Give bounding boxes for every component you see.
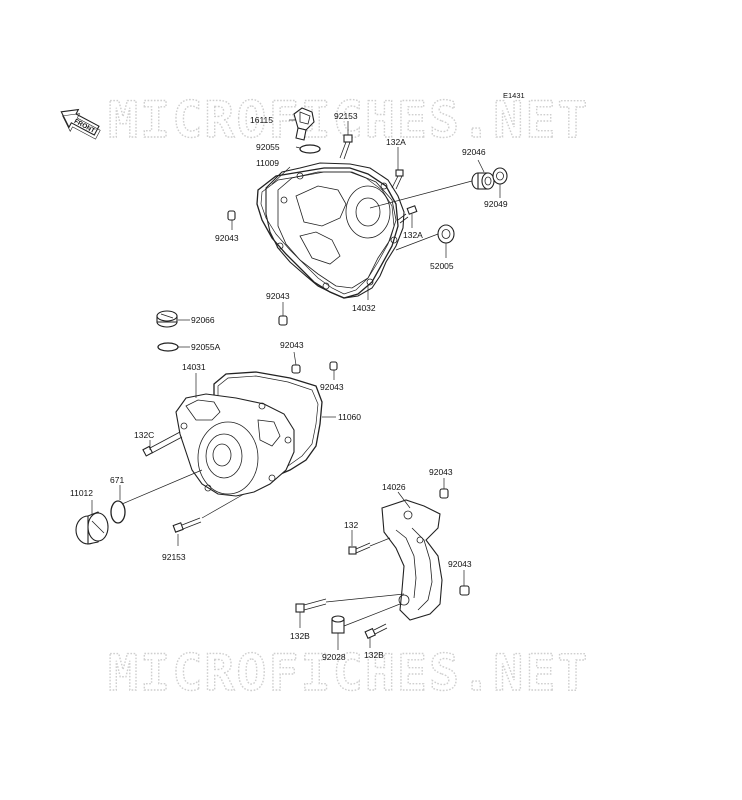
diagram-code: E1431 <box>503 91 525 100</box>
callout-14026: 14026 <box>382 482 406 492</box>
callout-92066: 92066 <box>191 315 215 325</box>
bearing-92046 <box>471 172 495 190</box>
callout-92055a: 92055A <box>191 342 221 352</box>
callout-14031: 14031 <box>182 362 206 372</box>
oil-filler-16115 <box>293 107 315 141</box>
callout-132a-top: 132A <box>386 137 406 147</box>
o-ring-671 <box>110 500 126 524</box>
callout-11012: 11012 <box>70 488 93 498</box>
callout-16115: 16115 <box>250 115 273 125</box>
callout-92046: 92046 <box>462 147 486 157</box>
clutch-cover-14032 <box>265 162 405 299</box>
seal-92049 <box>492 167 508 185</box>
o-ring-92055 <box>299 144 321 154</box>
dowel-92043-e <box>439 488 449 499</box>
gasket-11009 <box>256 167 399 299</box>
leader-lines <box>91 119 501 650</box>
dowel-92043-a <box>227 210 236 221</box>
callout-11009: 11009 <box>256 158 279 168</box>
bolt-92153-bottom <box>172 517 202 533</box>
o-ring-92055a <box>157 342 179 352</box>
seal-52005 <box>437 224 455 244</box>
watermark-bottom: MICROFICHES.NET <box>108 644 590 702</box>
bolt-132b-right <box>364 623 388 640</box>
cover-bracket-14026 <box>381 499 443 621</box>
front-arrow-icon: FRONT <box>60 108 101 140</box>
callout-52005: 52005 <box>430 261 454 271</box>
dowel-92043-f <box>459 585 470 596</box>
callout-92043-a: 92043 <box>215 233 239 243</box>
callout-92049: 92049 <box>484 199 508 209</box>
callout-92043-f: 92043 <box>448 559 472 569</box>
callout-92043-c: 92043 <box>280 340 304 350</box>
dowel-92043-d <box>329 361 338 371</box>
callout-92043-b: 92043 <box>266 291 290 301</box>
dowel-92043-c <box>291 364 301 374</box>
callout-14032: 14032 <box>352 303 376 313</box>
dowel-92043-b <box>278 315 288 326</box>
callout-92055: 92055 <box>256 142 280 152</box>
callout-11060: 11060 <box>338 412 361 422</box>
bolt-132 <box>348 542 371 555</box>
callout-132: 132 <box>344 520 358 530</box>
callout-92153-bottom: 92153 <box>162 552 186 562</box>
generator-cover-14031 <box>175 393 295 497</box>
callout-92153-top: 92153 <box>334 111 358 121</box>
callout-132b-right: 132B <box>364 650 384 660</box>
plug-92066 <box>156 310 178 328</box>
plug-11012 <box>75 511 109 545</box>
bolt-132a-top <box>391 169 404 190</box>
callout-671: 671 <box>110 475 124 485</box>
bolt-132a-mid <box>397 205 418 224</box>
callout-132c: 132C <box>134 430 154 440</box>
callout-92043-d: 92043 <box>320 382 344 392</box>
collar-92028 <box>331 615 345 634</box>
callout-132b-left: 132B <box>290 631 310 641</box>
callout-132a-mid: 132A <box>403 230 423 240</box>
callout-92043-e: 92043 <box>429 467 453 477</box>
callout-92028: 92028 <box>322 652 346 662</box>
bolt-132b-left <box>295 598 327 613</box>
